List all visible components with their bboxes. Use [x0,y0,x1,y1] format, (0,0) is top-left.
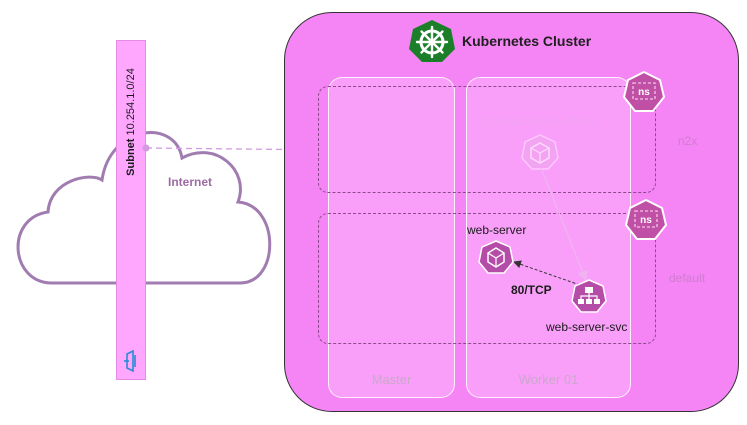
kubernetes-icon [409,20,455,62]
subnet-label: Subnet 10.254.1.0/24 [125,68,137,176]
service-label: web-server-svc [546,320,628,334]
connection-protocol-label: 80/TCP [511,283,552,297]
subnet-label-bold: Subnet [125,138,137,176]
service-to-pod-arrow [513,260,581,286]
cluster-title: Kubernetes Cluster [462,33,592,49]
namespace-n2x-label: n2x [678,134,698,148]
namespace-n2x-icon-label: ns [638,87,650,98]
node-master: Master [328,77,455,398]
namespace-default [318,213,656,344]
node-master-label: Master [371,372,412,387]
gateway-to-service-arrow [540,167,588,282]
gateway-label: sgw-subnet-10-254-0 [482,114,596,128]
subnet-bar [116,40,146,380]
service-icon [571,279,607,313]
node-worker-label: Worker 01 [518,372,579,387]
node-worker: Worker 01 [466,77,631,398]
namespace-default-icon: ns [624,198,668,240]
namespace-default-icon-label: ns [640,215,652,226]
subnet-cidr: 10.254.1.0/24 [125,68,137,136]
namespace-default-label: default [669,271,706,285]
subnet-endpoint-dot [142,144,150,152]
namespace-n2x [318,86,656,193]
pod-label: web-server [467,223,527,237]
namespace-n2x-icon: ns [622,70,666,112]
subnet-icon [124,350,136,372]
gateway-pod-icon [521,134,559,170]
pod-icon [478,240,514,274]
internet-label: Internet [168,175,213,189]
